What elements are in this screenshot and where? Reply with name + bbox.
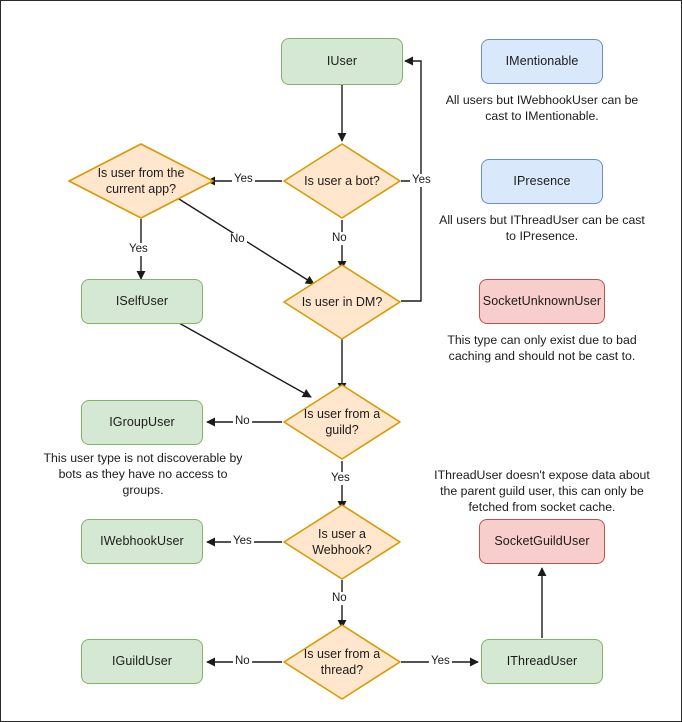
node-is-webhook-label: Is user a Webhook?: [312, 526, 372, 557]
edge-isdm-yes-up: [401, 183, 422, 302]
node-iuser-label: IUser: [326, 53, 358, 68]
node-igroupuser[interactable]: IGroupUser: [81, 400, 203, 445]
node-is-current-app[interactable]: Is user from the current app?: [67, 142, 215, 220]
diamond-shape: [283, 143, 401, 219]
node-iwebhookuser-label: IWebhookUser: [100, 533, 184, 548]
node-iguilduser[interactable]: IGuildUser: [81, 639, 203, 684]
edge-label-thread-no: No: [233, 655, 252, 668]
diamond-shape: [283, 264, 401, 340]
node-imentionable-label: IMentionable: [505, 53, 579, 68]
node-iselfuser[interactable]: ISelfUser: [81, 279, 203, 324]
note-socketunknownuser: This type can only exist due to bad cach…: [447, 333, 637, 364]
node-socketunknownuser-label: SocketUnknownUser: [482, 293, 602, 308]
note-imentionable: All users but IWebhookUser can be cast t…: [445, 93, 639, 124]
edge-label-webhook-no: No: [330, 592, 349, 605]
node-socketguilduser-label: SocketGuildUser: [494, 533, 590, 548]
node-igroupuser-label: IGroupUser: [109, 414, 175, 429]
edge-label-bot-yes: Yes: [410, 174, 433, 187]
note-socketguilduser: IThreadUser doesn't expose data about th…: [434, 468, 650, 515]
node-is-dm[interactable]: Is user in DM?: [282, 263, 402, 341]
node-is-guild[interactable]: Is user from a guild?: [282, 383, 402, 461]
node-is-dm-label: Is user in DM?: [301, 294, 383, 309]
node-socketguilduser[interactable]: SocketGuildUser: [479, 519, 605, 564]
edge-label-webhook-yes: Yes: [231, 535, 254, 548]
node-ipresence-label: IPresence: [513, 173, 571, 188]
note-ipresence: All users but IThreadUser can be cast to…: [439, 213, 645, 244]
diamond-shape: [68, 143, 214, 219]
node-iwebhookuser[interactable]: IWebhookUser: [81, 519, 203, 564]
node-socketunknownuser[interactable]: SocketUnknownUser: [479, 279, 605, 324]
edge-label-thread-yes: Yes: [429, 655, 452, 668]
node-is-thread[interactable]: Is user from a thread?: [282, 623, 402, 701]
edge-isbot-yes-to-iuser: [401, 56, 422, 182]
edge-label-guild-yes: Yes: [329, 472, 352, 485]
node-is-bot-label: Is user a bot?: [304, 173, 380, 188]
node-iuser[interactable]: IUser: [281, 38, 403, 85]
node-iselfuser-label: ISelfUser: [115, 293, 169, 308]
diamond-shape: [283, 384, 401, 460]
node-is-guild-label: Is user from a guild?: [303, 406, 381, 437]
diamond-shape: [283, 624, 401, 700]
node-imentionable[interactable]: IMentionable: [481, 39, 603, 84]
node-ithreaduser[interactable]: IThreadUser: [481, 639, 603, 684]
node-iguilduser-label: IGuildUser: [111, 653, 173, 668]
edge-label-isbot-left-yes: Yes: [232, 173, 255, 186]
edge-label-currentapp-yes: Yes: [127, 243, 150, 256]
edge-label-bot-no: No: [330, 232, 349, 245]
node-ithreaduser-label: IThreadUser: [506, 653, 578, 668]
diamond-shape: [283, 504, 401, 580]
edge-label-guild-no: No: [233, 415, 252, 428]
node-is-thread-label: Is user from a thread?: [303, 646, 381, 677]
node-ipresence[interactable]: IPresence: [481, 159, 603, 204]
node-is-current-app-label: Is user from the current app?: [97, 165, 185, 196]
node-is-webhook[interactable]: Is user a Webhook?: [282, 503, 402, 581]
note-igroupuser: This user type is not discoverable by bo…: [43, 451, 243, 498]
edge-label-currentapp-no: No: [228, 233, 247, 246]
node-is-bot[interactable]: Is user a bot?: [282, 142, 402, 220]
